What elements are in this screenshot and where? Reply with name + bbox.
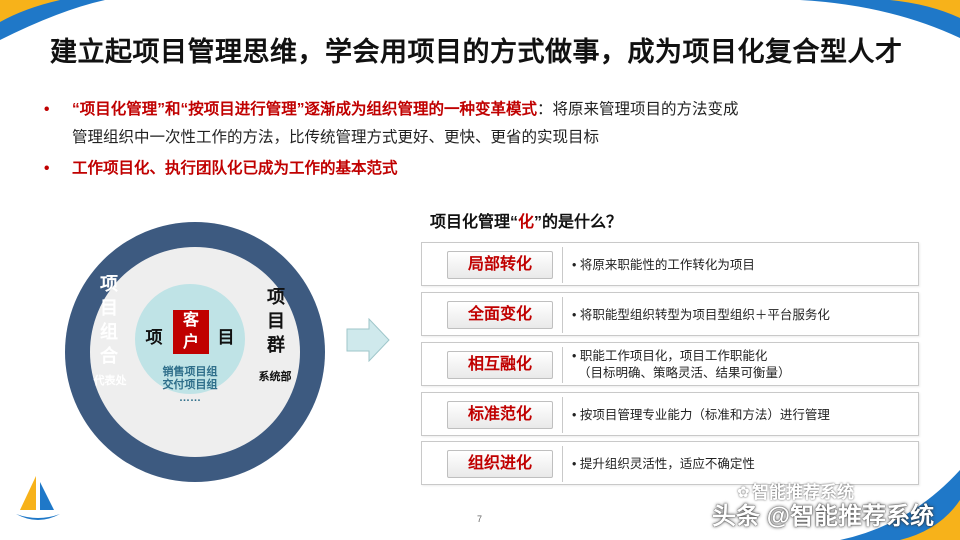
page-number: 7 bbox=[477, 514, 483, 524]
corner-decoration-bottom-right bbox=[840, 470, 960, 540]
item-description: • 将职能型组织转型为项目型组织＋平台服务化 bbox=[572, 307, 830, 322]
wechat-icon: ✿ bbox=[737, 484, 750, 501]
footer-watermark: 头条 @智能推荐系统 bbox=[712, 503, 935, 530]
inner-left-label: 项 bbox=[145, 328, 163, 347]
project-circle-diagram: 项 目 组 合 代表处 项 目 群 系统部 项 目 客 户 销售项目组 交付项目… bbox=[65, 222, 325, 482]
sail-logo bbox=[16, 476, 60, 520]
divider bbox=[562, 247, 563, 283]
divider bbox=[562, 347, 563, 383]
representative-office-label: 代表处 bbox=[93, 375, 127, 387]
bullet-dot: • bbox=[44, 101, 50, 118]
item-tag: 局部转化 bbox=[447, 251, 553, 279]
project-portfolio-label: 项 目 组 合 bbox=[100, 274, 118, 366]
list-item: 局部转化 • 将原来职能性的工作转化为项目 bbox=[421, 242, 919, 286]
right-arrow-icon bbox=[346, 318, 390, 362]
list-item: 组织进化 • 提升组织灵活性，适应不确定性 bbox=[421, 441, 919, 485]
item-description: • 职能工作项目化，项目工作职能化 （目标明确、策略灵活、结果可衡量） bbox=[572, 349, 791, 380]
item-tag: 相互融化 bbox=[447, 351, 553, 379]
inner-right-label: 目 bbox=[217, 328, 235, 347]
customer-box: 客 户 bbox=[173, 310, 209, 354]
item-description: • 按项目管理专业能力（标准和方法）进行管理 bbox=[572, 407, 830, 422]
ellipsis-label: …… bbox=[179, 392, 201, 404]
bullet-text: ：将原来管理项目的方法变成 bbox=[537, 101, 739, 118]
page-title: 建立起项目管理思维，学会用项目的方式做事，成为项目化复合型人才 bbox=[50, 37, 903, 67]
delivery-team-label: 交付项目组 bbox=[162, 379, 218, 391]
list-item: 标准范化 • 按项目管理专业能力（标准和方法）进行管理 bbox=[421, 392, 919, 436]
item-description: • 将原来职能性的工作转化为项目 bbox=[572, 257, 755, 272]
bullet-item: • “项目化管理”和“按项目进行管理”逐渐成为组织管理的一种变革模式：将原来管理… bbox=[40, 96, 920, 152]
bullet-highlight: “项目化管理”和“按项目进行管理”逐渐成为组织管理的一种变革模式 bbox=[72, 101, 538, 118]
program-label: 项 目 群 bbox=[267, 287, 285, 355]
item-tag: 组织进化 bbox=[447, 450, 553, 478]
bullet-list: • “项目化管理”和“按项目进行管理”逐渐成为组织管理的一种变革模式：将原来管理… bbox=[40, 96, 920, 183]
list-item: 相互融化 • 职能工作项目化，项目工作职能化 （目标明确、策略灵活、结果可衡量） bbox=[421, 342, 919, 386]
watermark: 智能推荐系统 bbox=[752, 483, 854, 502]
corner-decoration-top-right bbox=[800, 0, 960, 38]
corner-decoration-top-left bbox=[0, 0, 105, 40]
divider bbox=[562, 297, 563, 333]
item-description: • 提升组织灵活性，适应不确定性 bbox=[572, 456, 755, 471]
system-department-label: 系统部 bbox=[258, 371, 292, 383]
item-tag: 标准范化 bbox=[447, 401, 553, 429]
list-item: 全面变化 • 将职能型组织转型为项目型组织＋平台服务化 bbox=[421, 292, 919, 336]
divider bbox=[562, 446, 563, 482]
item-tag: 全面变化 bbox=[447, 301, 553, 329]
bullet-highlight: 工作项目化、执行团队化已成为工作的基本范式 bbox=[72, 160, 398, 177]
section-title: 项目化管理“化”的是什么？ bbox=[430, 214, 623, 231]
bullet-dot: • bbox=[44, 160, 50, 177]
divider bbox=[562, 397, 563, 433]
bullet-item: • 工作项目化、执行团队化已成为工作的基本范式 bbox=[40, 155, 920, 183]
sales-team-label: 销售项目组 bbox=[162, 366, 218, 378]
bullet-text-line2: 管理组织中一次性工作的方法，比传统管理方式更好、更快、更省的实现目标 bbox=[72, 129, 600, 146]
